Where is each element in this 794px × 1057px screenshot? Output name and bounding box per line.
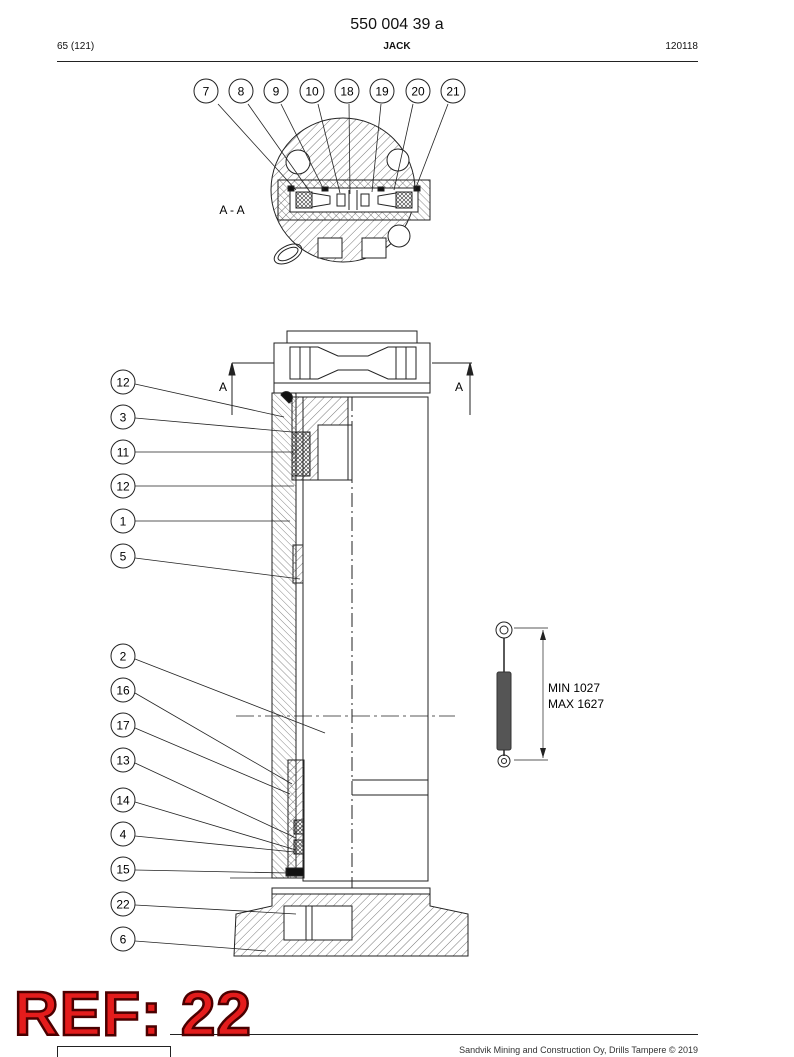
sandvik-logo: [57, 1046, 171, 1057]
callout-balloon: 11: [110, 439, 136, 465]
callout-balloon: 6: [110, 926, 136, 952]
section-callout-balloons: 7 8 9 10 18 19 20 21: [193, 78, 466, 104]
main-callout-balloons: 12 3 11 12 1 5 2 16 17 13 14 4 15 22 6: [110, 369, 136, 952]
page-reference: 65 (121): [57, 41, 95, 52]
callout-number: 13: [116, 754, 130, 768]
callout-balloon: 22: [110, 891, 136, 917]
section-title: JACK: [383, 41, 411, 52]
header-rule: [57, 61, 698, 62]
callout-number: 16: [116, 684, 130, 698]
reference-stamp: REF: 22: [13, 980, 252, 1049]
section-marker-right: A: [455, 380, 463, 394]
callout-number: 10: [305, 85, 319, 99]
section-label: A - A: [219, 203, 244, 217]
callout-number: 1: [120, 515, 127, 529]
callout-number: 8: [238, 85, 245, 99]
callout-number: 12: [116, 376, 130, 390]
callout-number: 15: [116, 863, 130, 877]
callout-balloon: 21: [440, 78, 466, 104]
callout-balloon: 18: [334, 78, 360, 104]
callout-number: 5: [120, 550, 127, 564]
callout-number: 9: [273, 85, 280, 99]
callout-number: 22: [116, 898, 130, 912]
callout-number: 14: [116, 794, 130, 808]
callout-number: 6: [120, 933, 127, 947]
stroke-diagram: [495, 621, 548, 768]
callout-balloon: 20: [405, 78, 431, 104]
document-date: 120118: [665, 41, 698, 52]
callout-balloon: 17: [110, 712, 136, 738]
main-callout-leaders: [134, 383, 326, 952]
callout-balloon: 4: [110, 821, 136, 847]
callout-balloon: 3: [110, 404, 136, 430]
callout-number: 18: [340, 85, 354, 99]
footer-rule: [170, 1034, 698, 1035]
callout-balloon: 8: [228, 78, 254, 104]
callout-balloon: 16: [110, 677, 136, 703]
callout-number: 21: [446, 85, 460, 99]
callout-number: 3: [120, 411, 127, 425]
stroke-min-label: MIN 1027: [548, 681, 600, 695]
callout-balloon: 5: [110, 543, 136, 569]
jack-assembly-view: [228, 330, 474, 957]
document-number: 550 004 39 a: [350, 16, 444, 33]
callout-number: 12: [116, 480, 130, 494]
callout-balloon: 12: [110, 369, 136, 395]
callout-balloon: 10: [299, 78, 325, 104]
callout-balloon: 13: [110, 747, 136, 773]
callout-number: 11: [117, 446, 130, 460]
callout-balloon: 1: [110, 508, 136, 534]
callout-balloon: 14: [110, 787, 136, 813]
section-callouts: [217, 103, 449, 195]
callout-number: 7: [203, 85, 210, 99]
callout-balloon: 9: [263, 78, 289, 104]
callout-balloon: 12: [110, 473, 136, 499]
callout-number: 19: [375, 85, 389, 99]
callout-number: 4: [120, 828, 127, 842]
section-a-a-view: [270, 117, 431, 265]
callout-number: 20: [411, 85, 425, 99]
stroke-max-label: MAX 1627: [548, 697, 604, 711]
section-marker-left: A: [219, 380, 227, 394]
callout-number: 2: [120, 650, 127, 664]
callout-number: 17: [116, 719, 130, 733]
callout-balloon: 15: [110, 856, 136, 882]
callout-balloon: 19: [369, 78, 395, 104]
callout-balloon: 7: [193, 78, 219, 104]
callout-balloon: 2: [110, 643, 136, 669]
footer-copyright: Sandvik Mining and Construction Oy, Dril…: [459, 1045, 698, 1055]
